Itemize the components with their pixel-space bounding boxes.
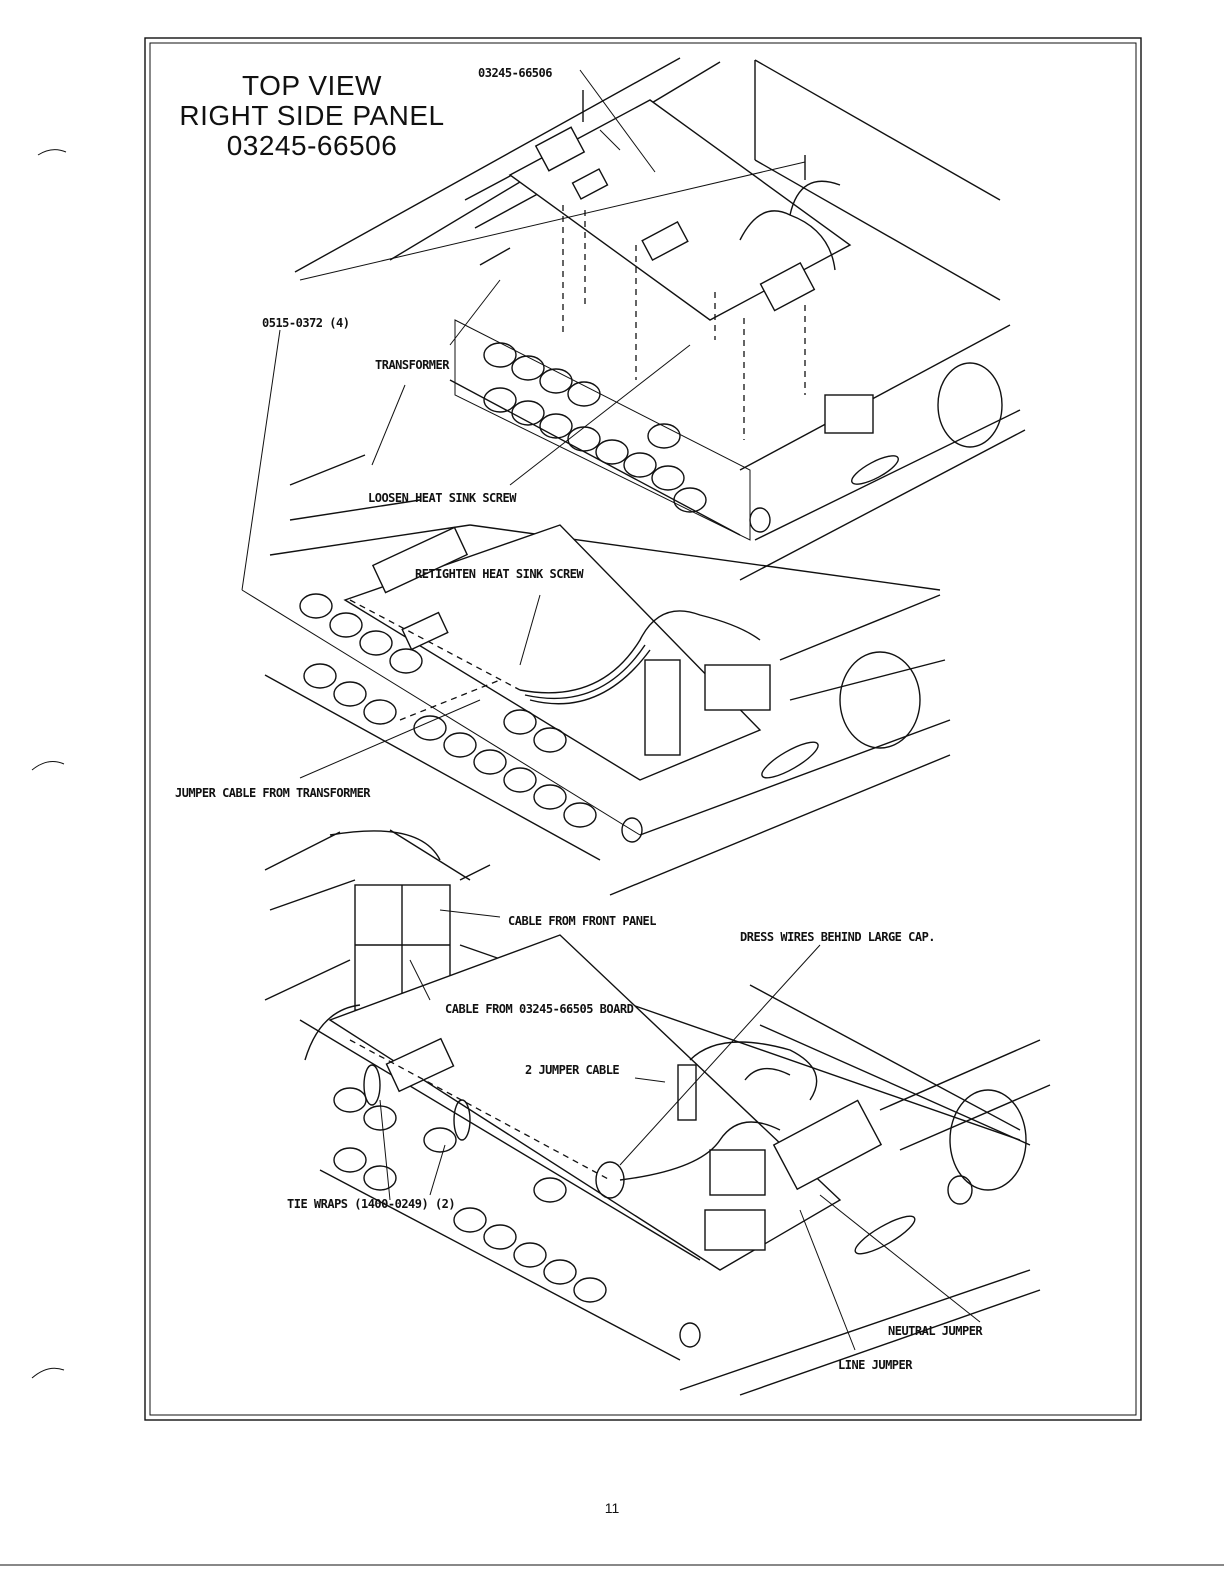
large-capacitor [937,362,1003,448]
title-part-number: 03245-66506 [226,130,398,161]
title-right-side-panel: RIGHT SIDE PANEL [179,100,445,131]
label-board-part: 03245-66506 [478,66,552,80]
label-transformer: TRANSFORMER [375,358,449,372]
label-line-jumper: LINE JUMPER [838,1358,912,1372]
board-03245-66506 [508,99,852,321]
outer-frame [144,37,1142,1421]
label-cable-front-panel: CABLE FROM FRONT PANEL [508,914,656,928]
large-capacitor [949,1089,1027,1191]
label-cable-board: CABLE FROM 03245-66505 BOARD [445,1002,634,1016]
page-number: 11 [604,1500,620,1516]
label-tie-wraps: TIE WRAPS (1400-0249) (2) [287,1197,456,1211]
binder-mark [31,1367,65,1379]
label-dress-wires: DRESS WIRES BEHIND LARGE CAP. [740,930,936,944]
view-3-cable-routing [264,829,1051,1396]
binder-mark [37,149,67,156]
label-jumper-transformer: JUMPER CABLE FROM TRANSFORMER [175,786,371,800]
label-screw-part: 0515-0372 (4) [262,316,350,330]
label-two-jumper: 2 JUMPER CABLE [525,1063,620,1077]
label-loosen-screw: LOOSEN HEAT SINK SCREW [368,491,516,505]
label-neutral-jumper: NEUTRAL JUMPER [888,1324,983,1338]
binder-mark [31,761,65,771]
inner-frame [149,42,1137,1416]
title-top-view: TOP VIEW [242,70,382,101]
view-1-board-removal [241,57,1026,591]
label-retighten-screw: RETIGHTEN HEAT SINK SCREW [415,567,584,581]
large-capacitor [839,651,921,749]
view-2-heat-sink [241,454,951,896]
